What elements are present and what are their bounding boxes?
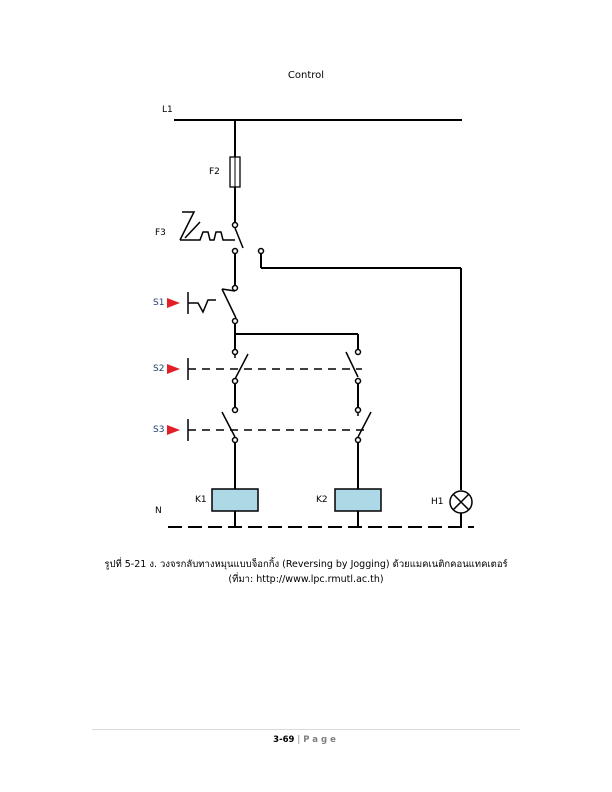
label-l1: L1 [162,105,173,115]
label-k1: K1 [195,495,207,505]
footer-separator: | [297,735,301,745]
label-f3: F3 [155,228,166,238]
caption-line-1: รูปที่ 5-21 ง. วงจรกลับทางหมุนแบบจ็อกกิ้… [104,559,508,570]
caption-line-2: (ที่มา: http://www.lpc.rmutl.ac.th) [228,574,384,585]
label-s1: S1 [153,298,164,308]
page-footer: 3-69 | Page [0,735,612,745]
figure-caption: รูปที่ 5-21 ง. วงจรกลับทางหมุนแบบจ็อกกิ้… [0,557,612,587]
k1-coil [211,488,259,512]
footer-divider [92,729,520,730]
page-word: Page [303,735,339,745]
s1-arrow-icon [167,298,180,308]
s1-stop-contact [187,284,239,325]
s3-jog-contacts [187,406,372,444]
label-s3: S3 [153,425,164,435]
s2-jog-contacts [187,348,362,385]
label-f2: F2 [209,167,220,177]
label-s2: S2 [153,364,164,374]
s2-arrow-icon [167,364,180,374]
page-number: 3-69 [273,735,295,745]
label-k2: K2 [316,495,328,505]
page-header: Control [287,70,325,81]
h1-lamp [449,490,473,514]
f3-overload-contact [179,211,265,255]
red-arrow-icons [167,298,180,435]
s3-arrow-icon [167,425,180,435]
k2-coil [334,488,382,512]
label-h1: H1 [431,497,444,507]
label-n: N [155,506,162,516]
